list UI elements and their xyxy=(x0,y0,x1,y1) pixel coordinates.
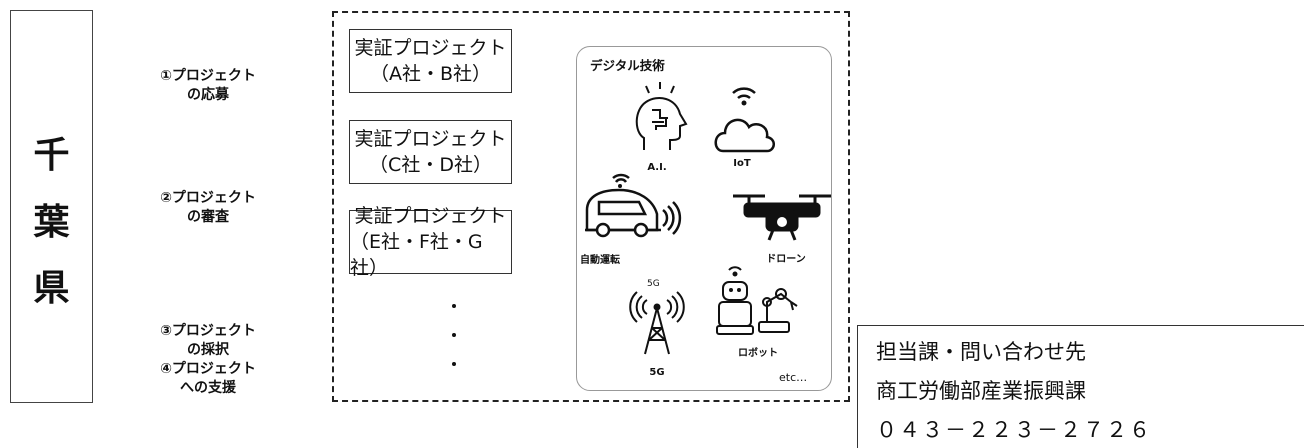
tech-label: 自動運転 xyxy=(580,255,620,266)
etc-label: etc… xyxy=(779,371,808,384)
robot-icon xyxy=(716,266,798,335)
prefecture-char: 県 xyxy=(33,268,70,309)
arrow-label-apply: ①プロジェクトの応募 xyxy=(160,68,256,103)
right-arrow-icon xyxy=(139,249,278,293)
projects-panel xyxy=(332,11,850,402)
tech-label: ロボット xyxy=(738,348,778,359)
cloud-icon xyxy=(714,87,775,153)
project-box: 実証プロジェクト（E社・F社・G社） xyxy=(349,205,512,279)
tech-label: 5G xyxy=(649,367,665,378)
left-arrow-icon xyxy=(139,24,278,68)
contact-phone: ０４３－２２３－２７２６ xyxy=(876,418,1152,442)
tech-label: A.I. xyxy=(647,162,667,173)
arrow-label-adopt-support: ③プロジェクトの採択 ④プロジェクトへの支援 xyxy=(160,323,256,396)
project-box: 実証プロジェクト（C社・D社） xyxy=(349,120,512,184)
arrow-label-review: ②プロジェクトの審査 xyxy=(160,190,256,225)
contact-heading: 担当課・問い合わせ先 xyxy=(876,340,1086,364)
contact-department: 商工労働部産業振興課 xyxy=(876,379,1086,403)
antenna-tower-icon: 5G xyxy=(629,279,685,355)
tech-label: ドローン xyxy=(766,254,806,265)
tech-label: IoT xyxy=(733,158,751,169)
prefecture-char: 葉 xyxy=(33,202,70,243)
contact-box: 担当課・問い合わせ先 商工労働部産業振興課 ０４３－２２３－２７２６ xyxy=(857,325,1304,448)
drone-icon xyxy=(733,194,831,241)
digital-tech-box xyxy=(576,46,832,391)
digital-tech-title: デジタル技術 xyxy=(590,58,665,73)
project-box: 実証プロジェクト（A社・B社） xyxy=(349,29,512,93)
svg-text:5G: 5G xyxy=(647,279,660,289)
prefecture-char: 千 xyxy=(33,135,70,176)
double-arrow-icon xyxy=(139,136,279,178)
self-driving-car-icon xyxy=(585,173,682,238)
ai-brain-icon xyxy=(635,82,688,150)
prefecture-box: 千 葉 県 xyxy=(10,10,93,403)
